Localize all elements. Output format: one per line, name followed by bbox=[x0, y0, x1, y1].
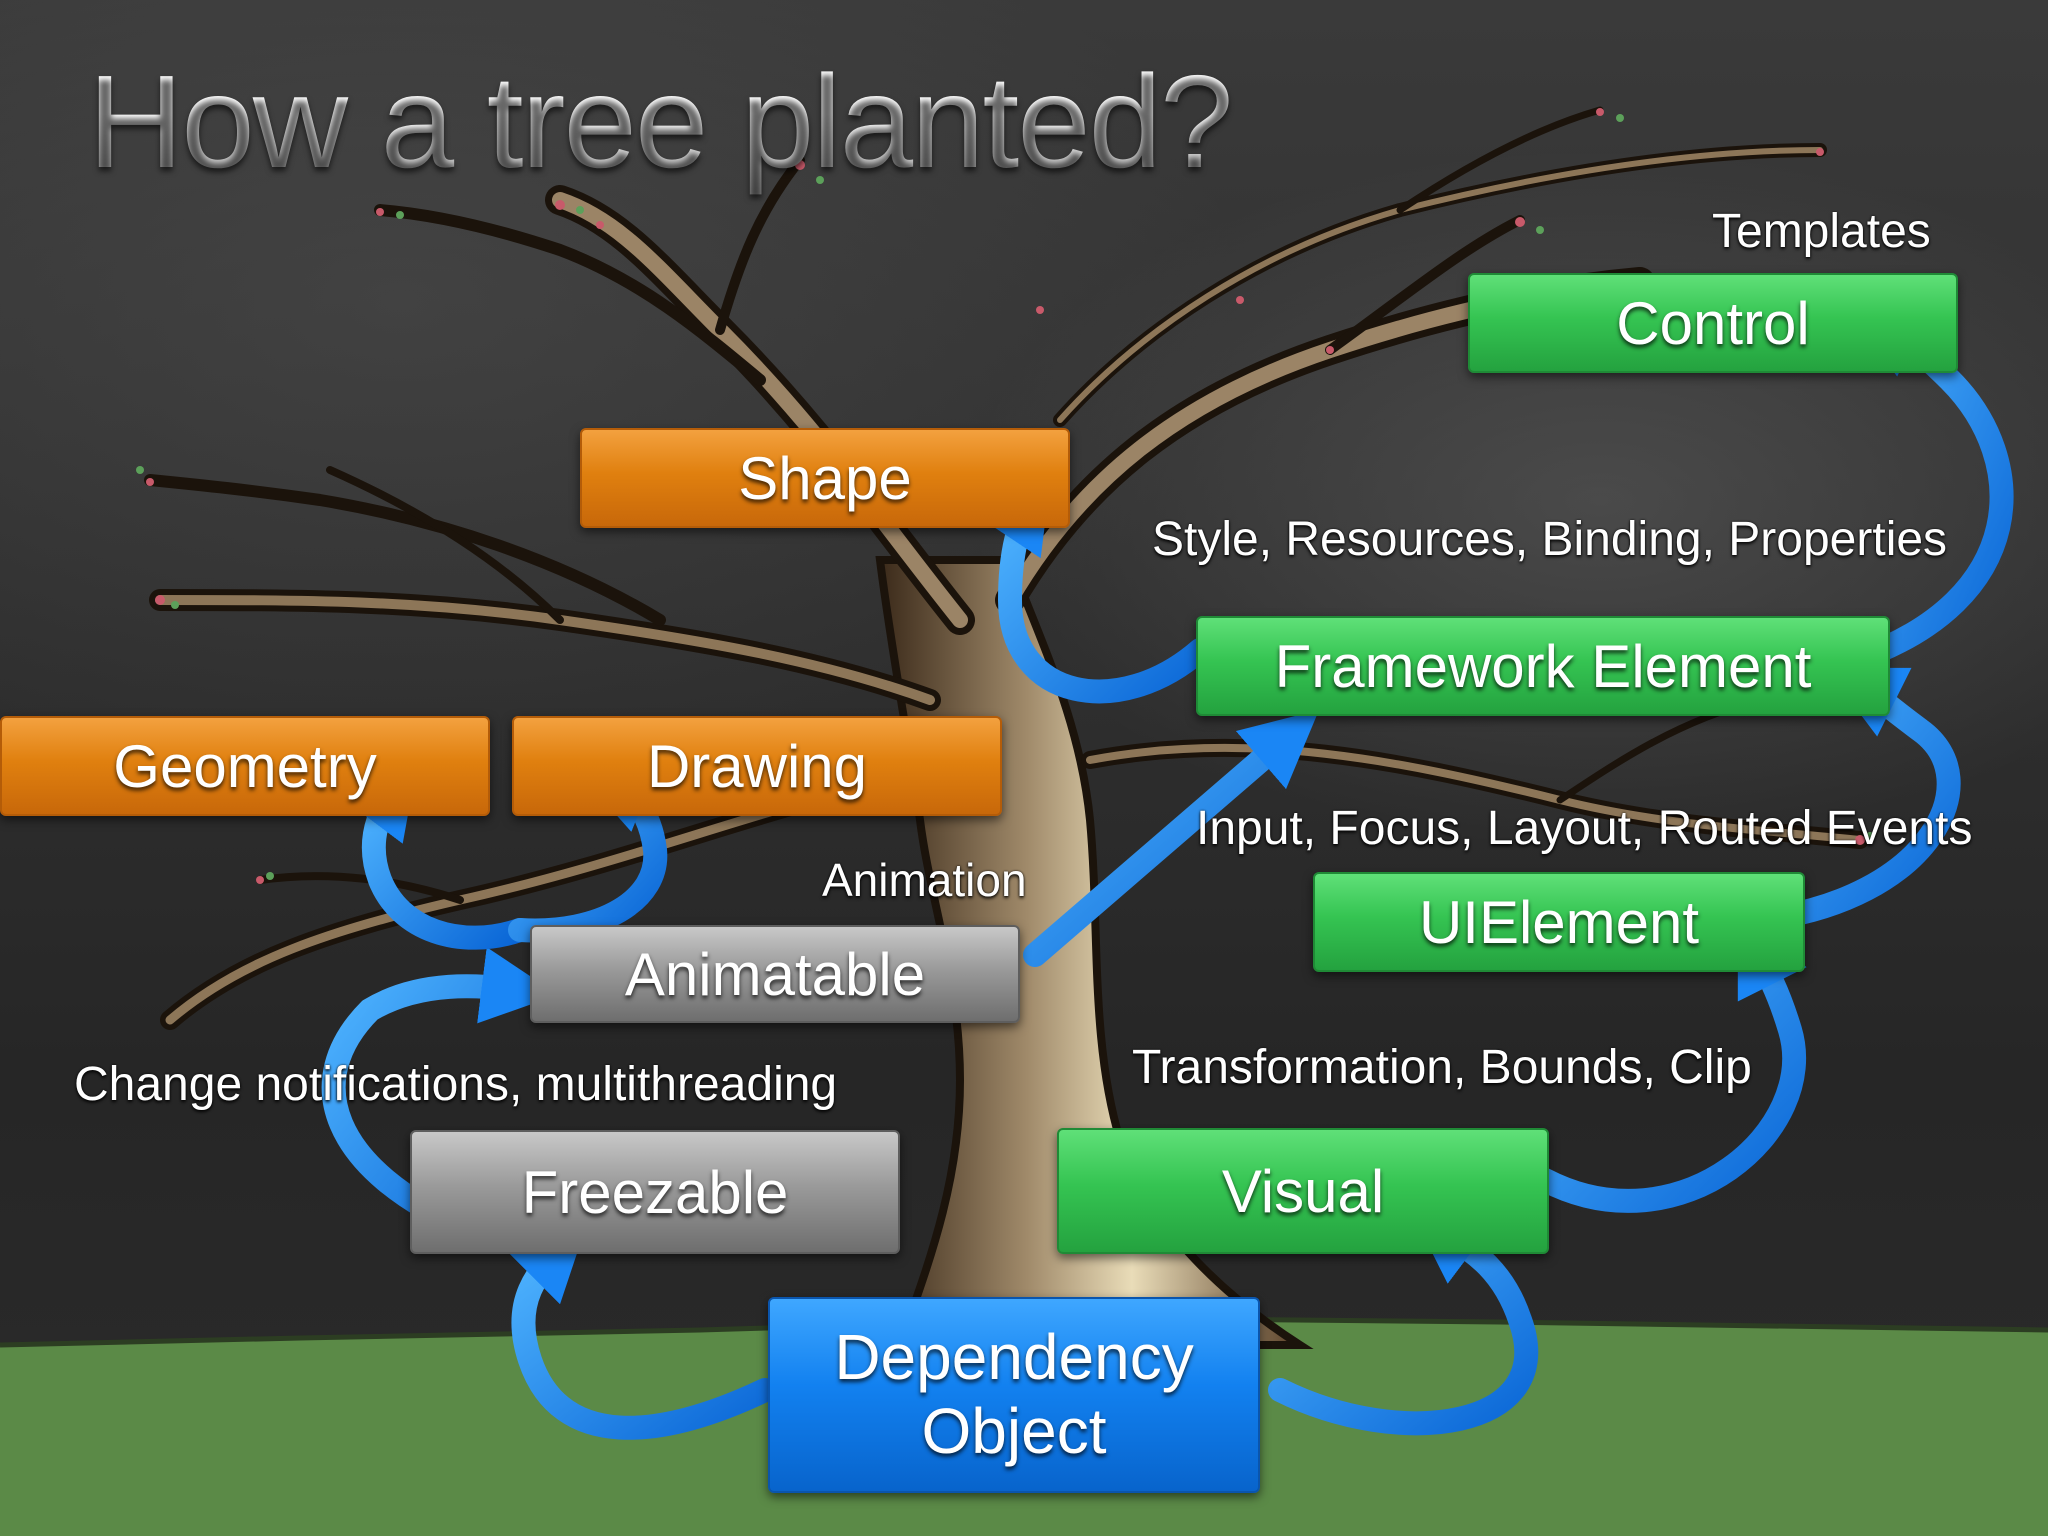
templates-label: Templates bbox=[1712, 205, 1931, 258]
slide-title: How a tree planted? bbox=[88, 48, 1233, 195]
dependency-object-label-line1: Dependency bbox=[834, 1321, 1194, 1394]
dependency-object-box: Dependency Object bbox=[768, 1297, 1260, 1493]
animatable-box-label: Animatable bbox=[624, 940, 926, 1008]
control-box: Control bbox=[1468, 273, 1958, 373]
input-focus-label: Input, Focus, Layout, Routed Events bbox=[1196, 802, 1973, 855]
shape-box-label: Shape bbox=[738, 444, 912, 512]
transformation-label: Transformation, Bounds, Clip bbox=[1132, 1041, 1752, 1094]
animation-label: Animation bbox=[822, 854, 1027, 906]
shape-box: Shape bbox=[580, 428, 1070, 528]
drawing-box-label: Drawing bbox=[646, 732, 868, 800]
visual-box: Visual bbox=[1057, 1128, 1549, 1254]
control-box-label: Control bbox=[1616, 289, 1810, 357]
framework-element-box: Framework Element bbox=[1196, 616, 1890, 716]
freezable-box: Freezable bbox=[410, 1130, 900, 1254]
style-resources-label: Style, Resources, Binding, Properties bbox=[1152, 513, 1948, 566]
uielement-box-label: UIElement bbox=[1418, 888, 1700, 956]
geometry-box: Geometry bbox=[0, 716, 490, 816]
animatable-box: Animatable bbox=[530, 925, 1020, 1023]
visual-box-label: Visual bbox=[1221, 1157, 1385, 1225]
drawing-box: Drawing bbox=[512, 716, 1002, 816]
dependency-object-label-line2: Object bbox=[921, 1395, 1107, 1467]
freezable-box-label: Freezable bbox=[521, 1158, 789, 1226]
change-notifications-label: Change notifications, multithreading bbox=[74, 1058, 838, 1111]
uielement-box: UIElement bbox=[1313, 872, 1805, 972]
framework-element-box-label: Framework Element bbox=[1274, 632, 1812, 700]
geometry-box-label: Geometry bbox=[113, 732, 377, 800]
